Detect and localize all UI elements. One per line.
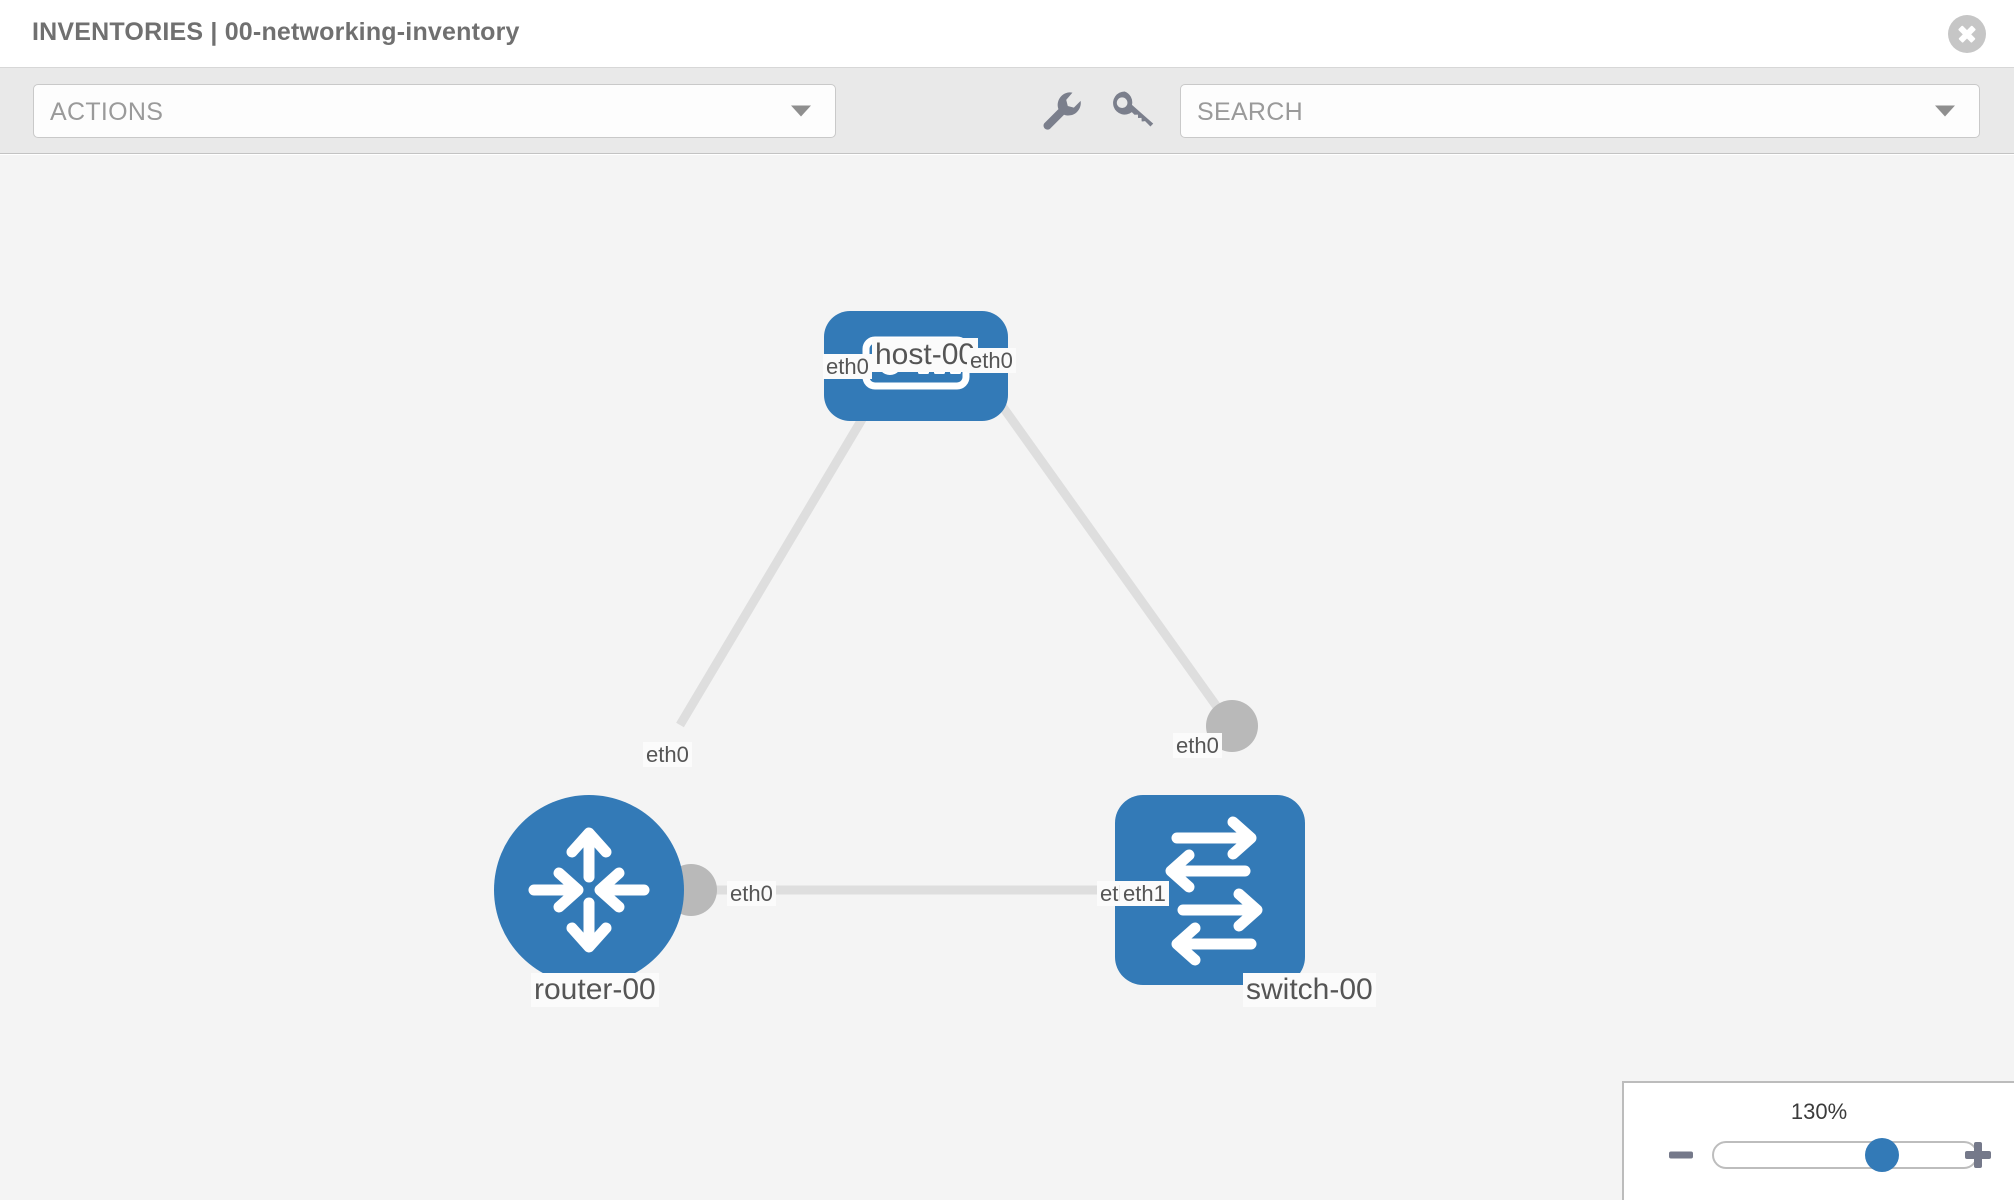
- zoom-slider[interactable]: [1712, 1138, 1978, 1172]
- title-bar: INVENTORIES | 00-networking-inventory: [0, 0, 2014, 68]
- key-icon[interactable]: [1104, 86, 1154, 136]
- close-icon[interactable]: [1948, 15, 1986, 53]
- search-placeholder: SEARCH: [1197, 98, 1303, 126]
- chevron-down-icon: [791, 105, 811, 117]
- node-label-host-00: host-00: [872, 338, 979, 372]
- search-input[interactable]: SEARCH: [1180, 84, 1980, 138]
- zoom-control-panel: 130%: [1622, 1081, 2014, 1200]
- topology-graph: [494, 311, 1305, 985]
- actions-dropdown-label: ACTIONS: [50, 98, 164, 126]
- edge-host-switch: [956, 344, 1234, 728]
- actions-dropdown[interactable]: ACTIONS: [33, 84, 836, 138]
- iface-label-router-right: eth0: [727, 881, 776, 907]
- node-router-00[interactable]: [494, 795, 684, 985]
- node-label-router-00: router-00: [531, 973, 659, 1007]
- zoom-percent-label: 130%: [1790, 1099, 1848, 1124]
- node-label-switch-00: switch-00: [1243, 973, 1376, 1007]
- zoom-slider-thumb[interactable]: [1864, 1138, 1899, 1172]
- iface-label-host-right: eth0: [967, 348, 1016, 374]
- topology-canvas[interactable]: host-00 router-00 switch-00 eth0 eth0 et…: [0, 155, 2014, 1200]
- wrench-icon[interactable]: [1037, 86, 1087, 136]
- toolbar: ACTIONS SEARCH: [0, 68, 2014, 154]
- iface-label-router-up: eth0: [643, 742, 692, 768]
- chevron-down-icon: [1935, 105, 1955, 117]
- node-switch-00[interactable]: [1115, 795, 1305, 985]
- page-title: INVENTORIES | 00-networking-inventory: [32, 18, 520, 46]
- minus-icon[interactable]: [1665, 1139, 1697, 1171]
- plus-icon[interactable]: [1962, 1139, 1994, 1171]
- iface-label-host-left: eth0: [823, 354, 872, 380]
- iface-label-switch-left: eth1: [1120, 881, 1169, 907]
- iface-label-switch-up: eth0: [1173, 733, 1222, 759]
